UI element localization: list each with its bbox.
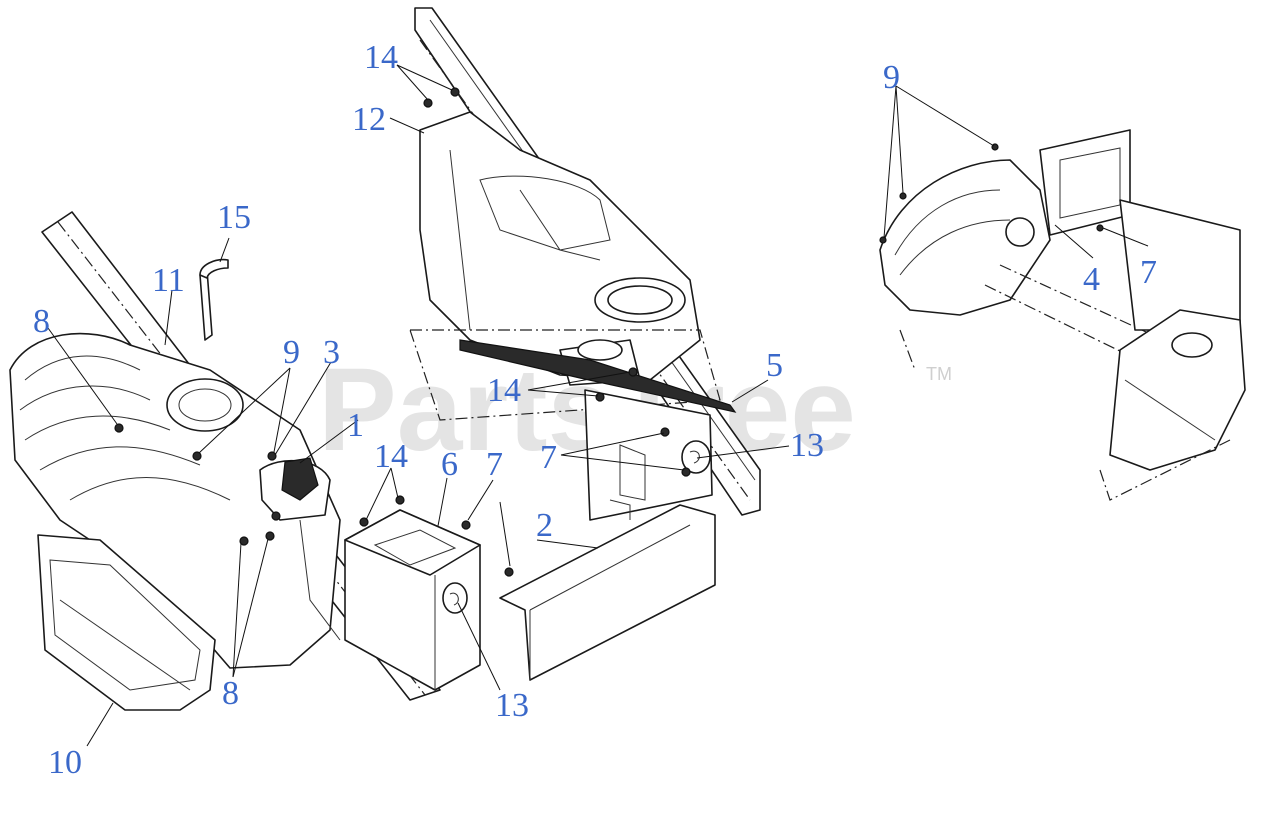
- deck-outline: [409, 329, 721, 421]
- callout-13-right: 13: [790, 427, 824, 464]
- callout-14-center: 14: [374, 438, 408, 475]
- right-control-box: [584, 389, 713, 521]
- callout-6: 6: [441, 446, 458, 483]
- callout-9-left: 9: [283, 334, 300, 371]
- callout-9-subassembly: 9: [883, 59, 900, 96]
- callout-12: 12: [352, 101, 386, 138]
- callout-2: 2: [536, 507, 553, 544]
- callout-7-right-box: 7: [540, 439, 557, 476]
- callout-14-top: 14: [364, 39, 398, 76]
- callout-1: 1: [347, 407, 364, 444]
- callout-14-deck: 14: [487, 372, 521, 409]
- leader-lines: [47, 64, 1149, 747]
- callout-7-center: 7: [486, 446, 503, 483]
- left-fender-body: [9, 332, 341, 669]
- callout-8-lower: 8: [222, 675, 239, 712]
- panel-part-5: [459, 339, 737, 413]
- callout-3: 3: [323, 334, 340, 371]
- callout-7-subassembly: 7: [1140, 254, 1157, 291]
- rod-part-15: [199, 258, 229, 341]
- front-apron-part-10: [37, 534, 216, 711]
- bracket-part-2: [499, 504, 716, 681]
- callout-5: 5: [766, 347, 783, 384]
- callout-4: 4: [1083, 261, 1100, 298]
- hardware-bolts: [114, 87, 691, 577]
- box-part-6: [344, 509, 481, 691]
- callouts: 1 2 3 4 5 6 7 7 7 8 8 9 9 10 11 12 13 13…: [33, 39, 1157, 781]
- callout-15: 15: [217, 199, 251, 236]
- callout-11: 11: [152, 262, 185, 299]
- callout-8-upper: 8: [33, 303, 50, 340]
- right-subassembly: [879, 129, 1246, 501]
- watermark-trademark: TM: [926, 364, 952, 384]
- callout-10: 10: [48, 744, 82, 781]
- callout-13-center: 13: [495, 687, 529, 724]
